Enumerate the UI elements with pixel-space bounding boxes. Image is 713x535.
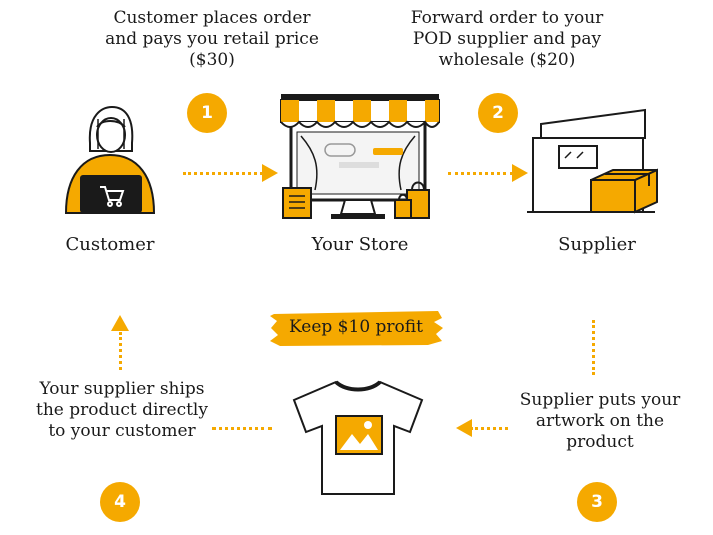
profit-brush-banner xyxy=(270,311,443,346)
step-2-text: Forward order to your POD supplier and p… xyxy=(410,8,604,70)
arrow-head-6 xyxy=(111,315,129,331)
box-icon xyxy=(590,168,658,214)
arrow-line-1 xyxy=(183,172,263,175)
menu-board xyxy=(282,187,312,219)
supplier-illustration xyxy=(527,108,658,214)
store-illustration xyxy=(280,94,440,219)
customer-face xyxy=(96,117,126,153)
warehouse-roof xyxy=(540,108,646,139)
customer-label: Customer xyxy=(65,234,155,255)
step-3-text: Supplier puts your artwork on the produc… xyxy=(519,390,681,452)
arrow-line-5 xyxy=(212,427,272,430)
step-1-text: Customer places order and pays you retai… xyxy=(105,8,319,70)
arrow-line-2 xyxy=(448,172,513,175)
monitor-stand xyxy=(339,199,377,215)
cart-icon xyxy=(100,186,125,207)
step-3-badge: 3 xyxy=(577,482,617,522)
store-label: Your Store xyxy=(311,234,409,255)
arrow-line-4 xyxy=(470,427,508,430)
arrow-head-1 xyxy=(262,164,278,182)
artwork-icon xyxy=(335,415,383,455)
supplier-label: Supplier xyxy=(558,234,636,255)
arrow-line-3 xyxy=(592,320,595,375)
customer-illustration xyxy=(64,105,156,214)
step-2-badge: 2 xyxy=(478,93,518,133)
step-4-text: Your supplier ships the product directly… xyxy=(36,379,208,441)
arrow-line-6 xyxy=(119,332,122,370)
shopping-bags-icon xyxy=(394,181,430,219)
arrow-head-2 xyxy=(512,164,528,182)
step-1-badge: 1 xyxy=(187,93,227,133)
profit-label: Keep $10 profit xyxy=(289,317,423,337)
arrow-head-4 xyxy=(456,419,472,437)
tshirt-illustration xyxy=(292,380,424,495)
awning-stripes xyxy=(281,100,439,122)
laptop xyxy=(80,175,142,213)
step-4-badge: 4 xyxy=(100,482,140,522)
